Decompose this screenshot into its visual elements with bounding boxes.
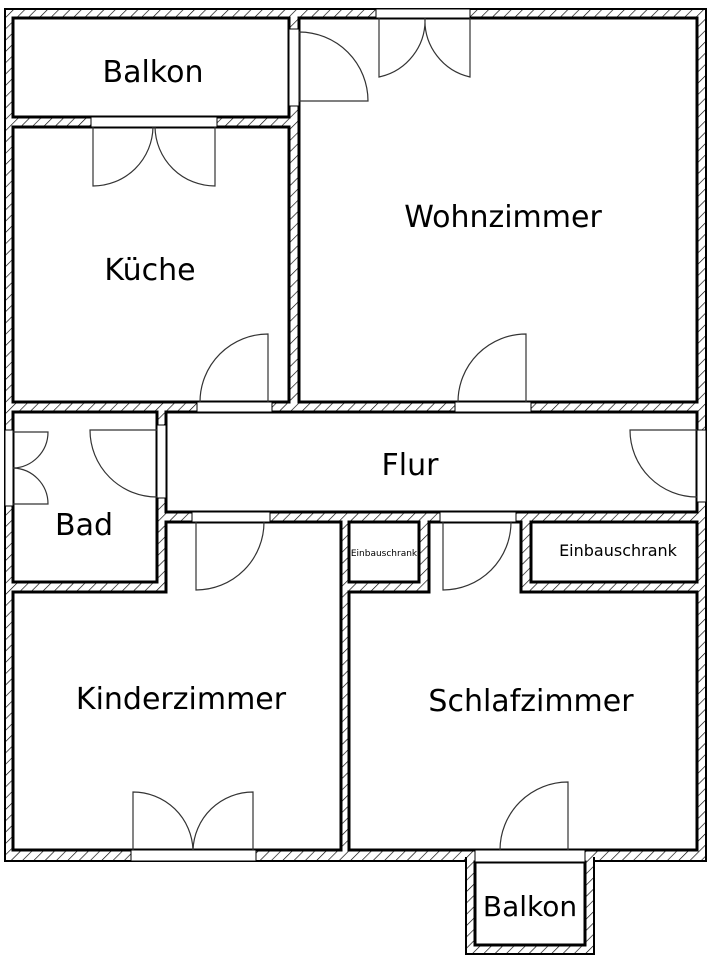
door-bad — [89, 429, 158, 498]
door-swings — [12, 17, 698, 851]
door-schlafzimmer — [442, 521, 512, 591]
label-wohnzimmer: Wohnzimmer — [404, 200, 602, 235]
room-einbauschrank-large — [529, 520, 699, 584]
room-einbauschrank-small — [347, 520, 421, 584]
door-flur-entry — [629, 429, 698, 498]
door-wohnzimmer-window — [378, 17, 471, 78]
door-wohnzimmer-balkon — [298, 31, 369, 102]
label-schlafzimmer: Schlafzimmer — [428, 684, 634, 719]
room-bad — [11, 410, 159, 584]
door-bad-window — [12, 431, 49, 505]
room-kinderzimmer — [11, 520, 343, 852]
room-kueche — [11, 125, 291, 404]
label-balkon-top: Balkon — [103, 55, 204, 90]
label-balkon-bottom: Balkon — [483, 890, 577, 923]
door-kueche — [199, 333, 269, 403]
door-kinderzimmer-balkon — [132, 791, 254, 851]
door-schlafzimmer-balkon — [499, 781, 569, 851]
label-kueche: Küche — [104, 253, 195, 288]
openings — [4, 8, 707, 863]
door-kueche-balkon — [92, 126, 216, 187]
door-wohnzimmer — [457, 333, 527, 403]
room-schlafzimmer — [347, 520, 699, 852]
room-balkon-bottom — [473, 860, 587, 947]
door-kinderzimmer — [195, 521, 265, 591]
label-einbauschrank-large: Einbauschrank — [559, 541, 678, 560]
label-kinderzimmer: Kinderzimmer — [76, 682, 287, 717]
label-flur: Flur — [382, 448, 440, 483]
room-flur — [164, 410, 699, 514]
label-bad: Bad — [55, 508, 113, 543]
label-einbauschrank-small: Einbauschrank — [351, 549, 418, 559]
